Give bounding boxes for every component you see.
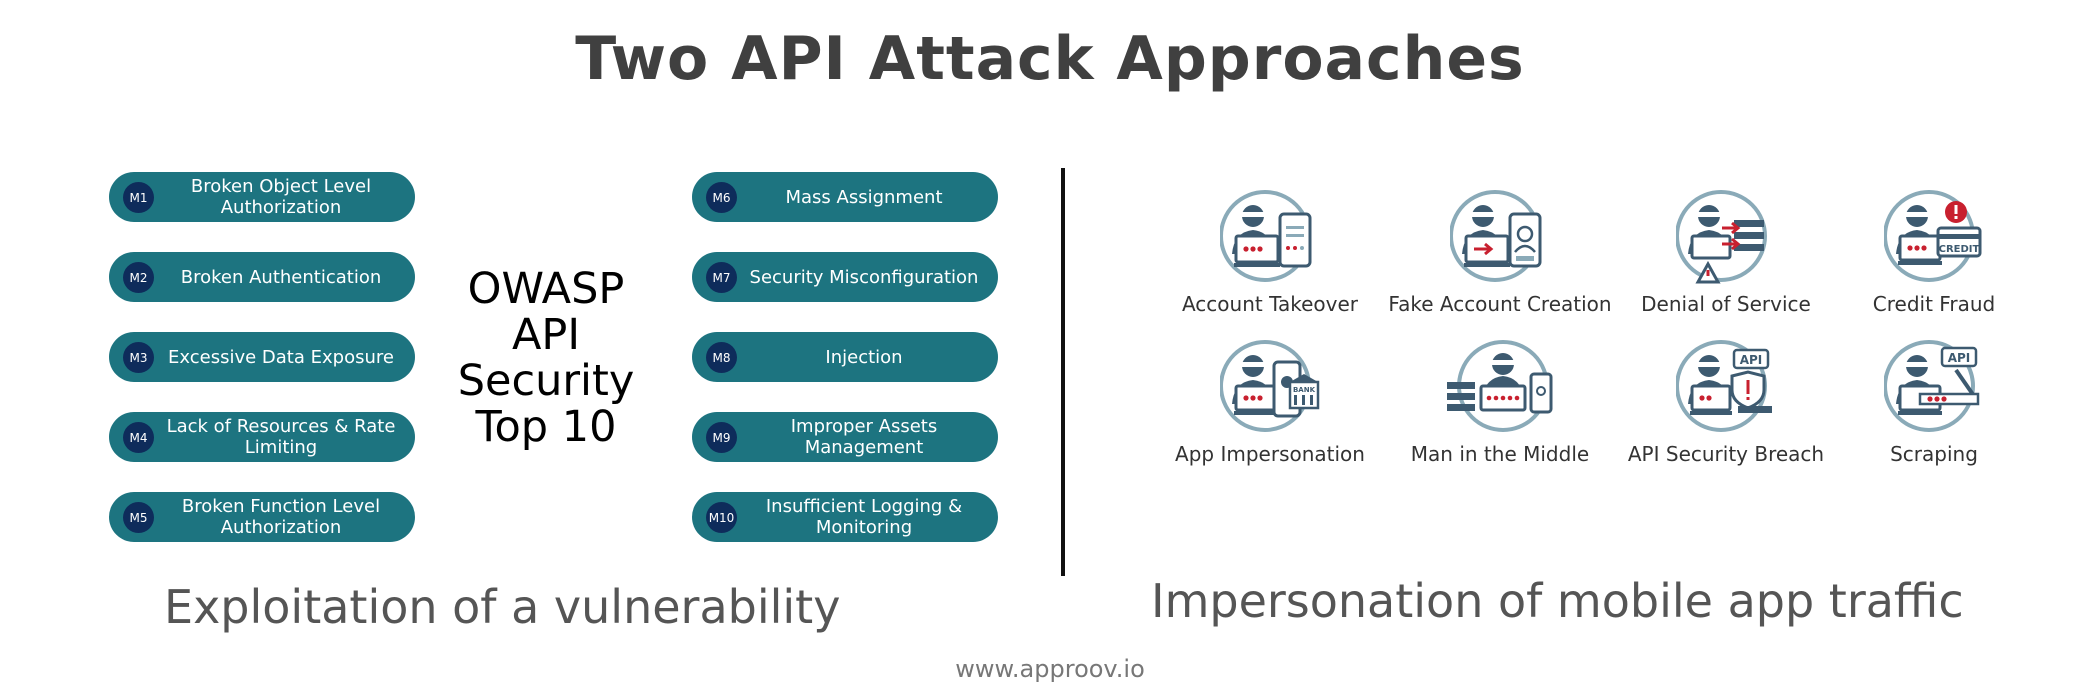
attack-account-takeover: Account Takeover [1150, 186, 1390, 316]
fake-account-creation-icon [1450, 190, 1542, 282]
owasp-item-m8: M8 Injection [692, 332, 998, 382]
owasp-item-label: Lack of Resources & Rate Limiting [166, 416, 396, 458]
badge-m6: M6 [706, 182, 737, 213]
account-takeover-icon [1220, 190, 1312, 282]
attack-label: Account Takeover [1181, 292, 1359, 316]
attack-scraping: API Scraping [1814, 336, 2054, 466]
attack-api-security-breach: API API Security Breach [1606, 336, 1846, 466]
owasp-item-label: Broken Function Level Authorization [181, 496, 381, 538]
owasp-item-m3: M3 Excessive Data Exposure [109, 332, 415, 382]
badge-m10: M10 [706, 502, 737, 533]
attack-app-impersonation: BANK App Impersonation [1150, 336, 1390, 466]
owasp-item-m2: M2 Broken Authentication [109, 252, 415, 302]
owasp-item-m6: M6 Mass Assignment [692, 172, 998, 222]
owasp-item-m5: M5 Broken Function Level Authorization [109, 492, 415, 542]
owasp-item-label: Insufficient Logging & Monitoring [765, 496, 963, 538]
attack-denial-of-service: Denial of Service [1606, 186, 1846, 316]
attack-label: Credit Fraud [1872, 292, 1996, 316]
denial-of-service-icon [1676, 190, 1767, 284]
badge-m7: M7 [706, 262, 737, 293]
credit-fraud-icon: CREDIT [1884, 190, 1982, 282]
attack-credit-fraud: CREDIT Credit Fraud [1814, 186, 2054, 316]
owasp-item-label: Broken Authentication [180, 266, 382, 288]
scraping-icon: API [1884, 340, 1980, 432]
owasp-heading-line: OWASP [467, 264, 625, 314]
owasp-item-label: Mass Assignment [785, 186, 943, 208]
attack-man-in-the-middle: Man in the Middle [1380, 336, 1620, 466]
badge-m2: M2 [123, 262, 154, 293]
attack-fake-account-creation: Fake Account Creation [1380, 186, 1620, 316]
attack-label: API Security Breach [1627, 442, 1825, 466]
attack-label: Denial of Service [1641, 292, 1811, 316]
badge-m9: M9 [706, 422, 737, 453]
credit-fraud-icon-text: CREDIT [1939, 244, 1980, 255]
api-security-breach-icon: API [1676, 340, 1772, 432]
owasp-item-m7: M7 Security Misconfiguration [692, 252, 998, 302]
owasp-item-label: Security Misconfiguration [749, 266, 979, 288]
owasp-item-m9: M9 Improper Assets Management [692, 412, 998, 462]
api-icon-text: API [1740, 353, 1763, 367]
owasp-heading-line: API [511, 310, 581, 360]
owasp-item-label: Injection [825, 346, 903, 368]
owasp-item-label: Broken Object Level Authorization [190, 176, 372, 218]
man-in-the-middle-icon [1447, 340, 1553, 432]
owasp-item-m4: M4 Lack of Resources & Rate Limiting [109, 412, 415, 462]
owasp-item-label: Excessive Data Exposure [168, 346, 394, 368]
badge-m4: M4 [123, 422, 154, 453]
attack-label: Man in the Middle [1410, 442, 1590, 466]
owasp-item-m10: M10 Insufficient Logging & Monitoring [692, 492, 998, 542]
bank-icon-text: BANK [1293, 386, 1316, 394]
owasp-heading: OWASP API Security Top 10 [436, 266, 656, 450]
page-title: Two API Attack Approaches [575, 24, 1525, 94]
badge-m8: M8 [706, 342, 737, 373]
api-icon-text: API [1948, 351, 1971, 365]
owasp-heading-line: Top 10 [475, 402, 617, 452]
footer-url: www.approov.io [955, 655, 1145, 683]
badge-m5: M5 [123, 502, 154, 533]
owasp-item-m1: M1 Broken Object Level Authorization [109, 172, 415, 222]
badge-m3: M3 [123, 342, 154, 373]
badge-m1: M1 [123, 182, 154, 213]
owasp-heading-line: Security [457, 356, 635, 406]
attack-label: Fake Account Creation [1388, 292, 1612, 316]
app-impersonation-icon: BANK [1220, 340, 1320, 432]
caption-impersonation: Impersonation of mobile app traffic [1151, 574, 1964, 628]
caption-exploitation: Exploitation of a vulnerability [164, 580, 841, 634]
owasp-item-label: Improper Assets Management [790, 416, 938, 458]
section-divider [1061, 168, 1065, 576]
attack-label: App Impersonation [1175, 442, 1365, 466]
attack-label: Scraping [1890, 442, 1978, 466]
